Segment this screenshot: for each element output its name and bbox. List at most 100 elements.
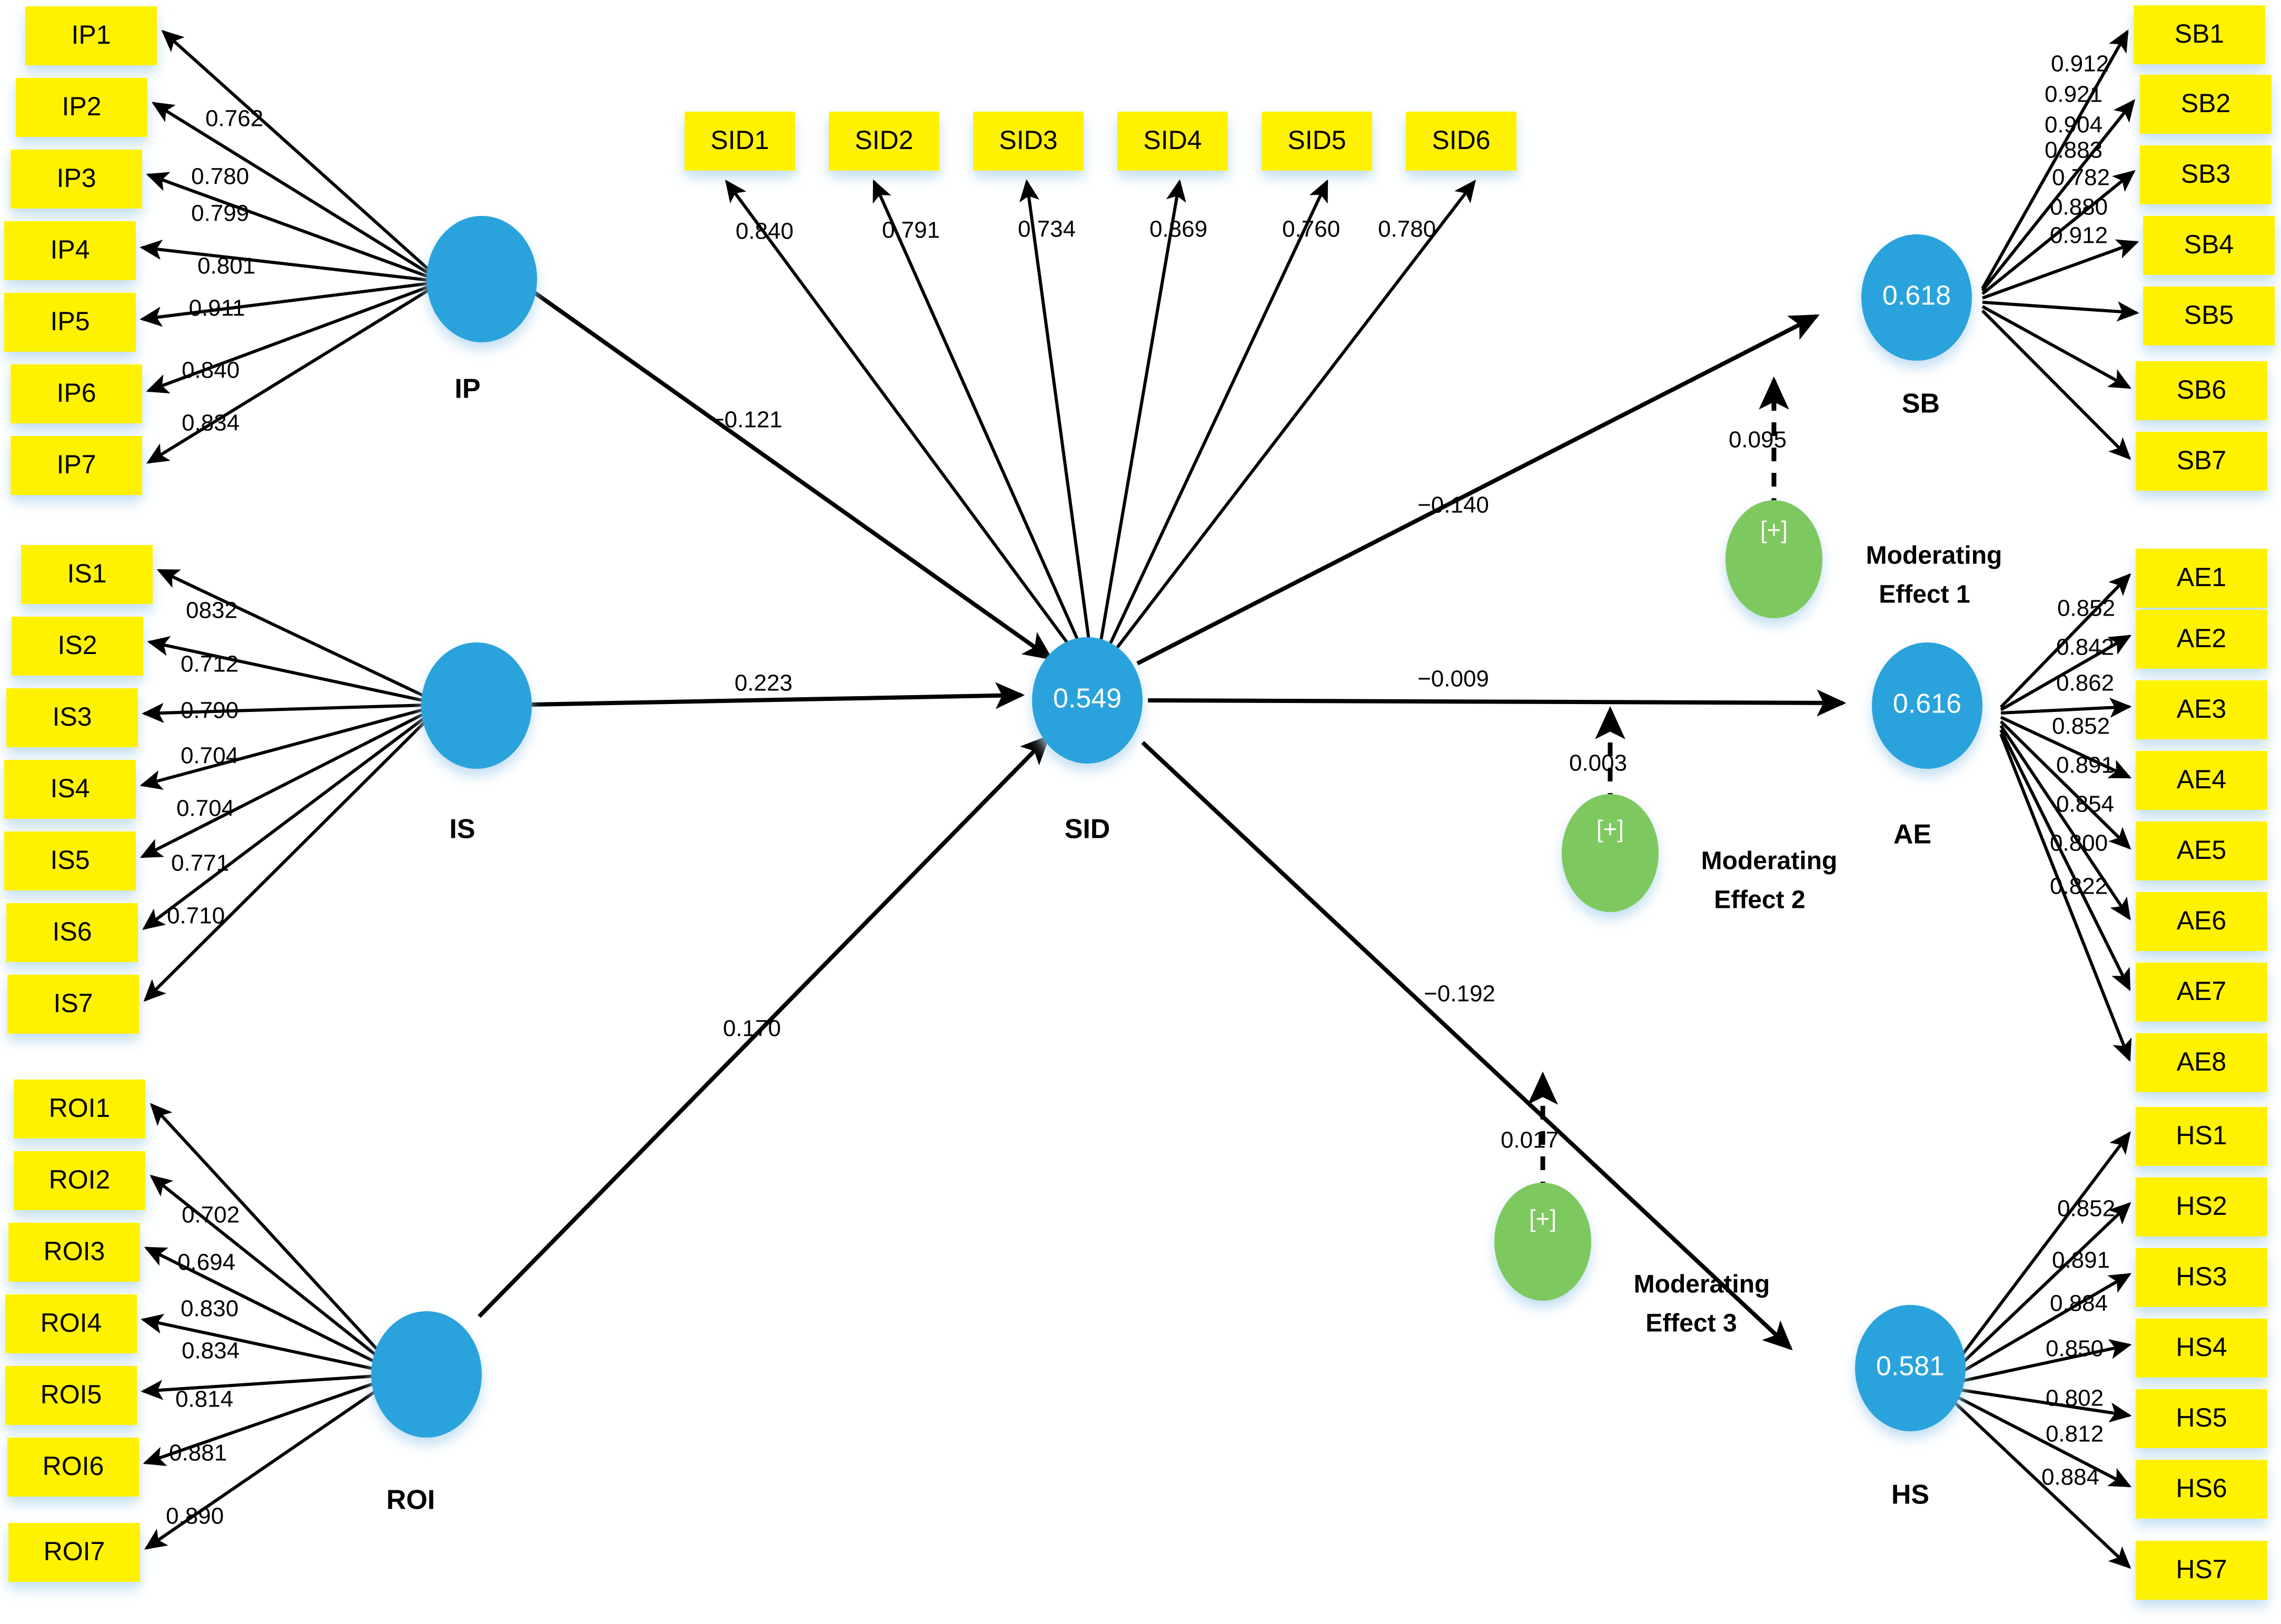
- loading-value: 0.834: [182, 410, 240, 436]
- moderator-label-2-line1: Moderating: [1701, 847, 1838, 875]
- latent-construct-hs[interactable]: 0.581 HS: [1855, 1305, 1966, 1510]
- path-coefficient: −0.140: [1417, 492, 1489, 518]
- indicator-box-roi3: [8, 1223, 140, 1282]
- latent-construct-sb[interactable]: 0.618 SB: [1861, 234, 1972, 419]
- indicator-label: IP6: [56, 378, 96, 408]
- loading-edge: [1948, 1387, 2132, 1423]
- latent-ellipse-ip[interactable]: [427, 216, 537, 342]
- moderator-ellipse-1[interactable]: [1725, 500, 1822, 618]
- indicator-label: SB7: [2177, 445, 2227, 475]
- moderator-label-1-line1: Moderating: [1866, 542, 2002, 570]
- loading-value: 0.904: [2045, 112, 2103, 138]
- loading-edge: [1981, 170, 2136, 295]
- moderator-paths: 0.095 0.003 0.017: [1501, 376, 1789, 1221]
- loading-edge: [1948, 1339, 2132, 1385]
- indicator-box-ae7: [2136, 963, 2267, 1022]
- indicator-label: SID2: [855, 125, 913, 155]
- indicator-box-sb6: [2136, 361, 2267, 420]
- indicator-box-sid1: [685, 112, 795, 171]
- indicator-box-is2: [12, 617, 143, 676]
- latent-construct-is[interactable]: IS: [421, 642, 532, 845]
- loading-value: 0.790: [181, 698, 239, 724]
- moderator-ellipse-3[interactable]: [1494, 1183, 1591, 1301]
- latent-rsquared-sb: 0.618: [1882, 281, 1951, 311]
- latent-rsquared-hs: 0.581: [1876, 1351, 1945, 1382]
- loading-value: 0.799: [191, 201, 249, 226]
- loading-value: 0.891: [2052, 1247, 2110, 1273]
- latent-ellipse-sb[interactable]: [1861, 234, 1972, 361]
- loading-value: 0.880: [2050, 194, 2108, 220]
- measurement-block-ae: AE1 AE2 AE3 AE4 AE5 AE6 AE7 AE8 0.852 0.…: [1999, 549, 2267, 1092]
- indicator-box-sid4: [1117, 112, 1228, 171]
- measurement-block-ip: IP1 IP2 IP3 IP4 IP5 IP6 IP7 0.762 0.780 …: [4, 6, 444, 495]
- indicator-box-roi1: [14, 1080, 145, 1138]
- loading-edge: [1109, 180, 1476, 657]
- loading-edge: [1981, 99, 2135, 292]
- structural-paths: −0.121 0.223 0.170 −0.140 −0.009 −0.192: [478, 285, 1847, 1351]
- indicator-box-ip4: [4, 221, 136, 280]
- indicator-label: AE1: [2177, 562, 2227, 592]
- indicator-label: SB4: [2184, 230, 2234, 259]
- loading-value: 0.704: [176, 796, 234, 821]
- latent-ellipse-roi[interactable]: [371, 1311, 482, 1438]
- path-ip-to-sid: [525, 285, 1054, 660]
- moderator-label-3-line1: Moderating: [1634, 1271, 1770, 1299]
- moderator-node-1[interactable]: [+] Moderating Effect 1: [1725, 500, 2002, 618]
- loading-value: 0.710: [167, 903, 225, 929]
- indicator-label: IS3: [52, 702, 92, 731]
- indicator-box-ip5: [4, 293, 136, 352]
- indicator-box-hs1: [2136, 1107, 2267, 1166]
- latent-construct-ae[interactable]: 0.616 AE: [1872, 642, 1982, 850]
- indicator-box-hs2: [2136, 1177, 2267, 1236]
- indicator-label: SB5: [2184, 300, 2234, 330]
- moderator-ellipse-2[interactable]: [1562, 794, 1659, 912]
- loading-value: 0.884: [2041, 1464, 2099, 1490]
- latent-construct-sid[interactable]: 0.549 SID: [1032, 637, 1143, 845]
- loading-value: 0.890: [166, 1503, 224, 1529]
- indicator-label: AE8: [2177, 1047, 2227, 1076]
- moderator-label-2-line2: Effect 2: [1714, 886, 1805, 914]
- latent-ellipse-hs[interactable]: [1855, 1305, 1966, 1431]
- latent-construct-ip[interactable]: IP: [427, 216, 537, 404]
- loading-value: 0.801: [197, 253, 255, 279]
- latent-rsquared-sid: 0.549: [1053, 684, 1122, 714]
- loading-edge: [140, 240, 443, 283]
- moderator-node-3[interactable]: [+] Moderating Effect 3: [1494, 1183, 1770, 1338]
- loading-edge: [1999, 733, 2132, 1062]
- loading-value: 0.881: [169, 1440, 227, 1466]
- indicator-label: ROI1: [49, 1093, 111, 1123]
- latent-label-is: IS: [449, 814, 475, 845]
- indicator-label: IP1: [71, 20, 111, 49]
- moderator-plus-symbol-3: [+]: [1529, 1205, 1556, 1232]
- indicator-label: AE6: [2177, 906, 2227, 935]
- indicator-label: ROI2: [49, 1165, 111, 1194]
- indicator-box-sb5: [2143, 286, 2275, 345]
- loading-edge: [1982, 301, 2139, 322]
- loading-edge: [872, 179, 1086, 657]
- indicator-box-sb3: [2140, 145, 2272, 204]
- loading-value: 0.862: [2056, 670, 2114, 696]
- indicator-label: SB1: [2175, 19, 2225, 48]
- indicator-label: IP5: [50, 306, 90, 336]
- loading-edge: [146, 172, 443, 283]
- loading-edge: [142, 702, 443, 724]
- loading-value: 0.814: [175, 1387, 233, 1412]
- loading-edge: [1981, 309, 2131, 460]
- indicator-label: IP7: [56, 450, 96, 479]
- latent-ellipse-sid[interactable]: [1032, 637, 1143, 764]
- indicator-box-ae1: [2136, 549, 2267, 608]
- indicator-label: SID4: [1143, 125, 1202, 155]
- indicator-box-hs7: [2136, 1541, 2267, 1600]
- loading-value: 0832: [186, 598, 237, 623]
- indicator-label: ROI5: [41, 1380, 102, 1409]
- latent-construct-roi[interactable]: ROI: [371, 1311, 482, 1516]
- indicator-box-ae4: [2136, 751, 2267, 810]
- moderator-node-2[interactable]: [+] Moderating Effect 2: [1562, 794, 1837, 914]
- path-coefficient: −0.121: [711, 407, 782, 433]
- indicator-box-sid2: [829, 112, 939, 171]
- loading-value: 0.854: [2056, 791, 2114, 817]
- loading-edge: [1999, 725, 2131, 920]
- latent-ellipse-ae[interactable]: [1872, 642, 1982, 769]
- loading-value: 0.921: [2045, 82, 2103, 107]
- latent-ellipse-is[interactable]: [421, 642, 532, 769]
